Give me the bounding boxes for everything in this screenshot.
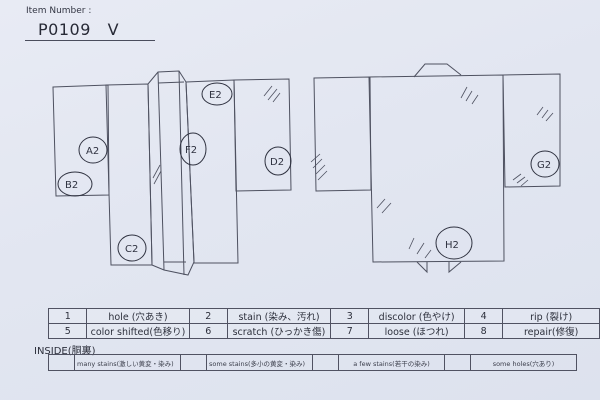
inside-checkbox-few-stains[interactable] bbox=[312, 354, 339, 371]
marker-E2-circle bbox=[201, 82, 233, 106]
legend-code: 5 bbox=[47, 323, 88, 339]
marker-H2-circle bbox=[435, 226, 473, 260]
marker-F2: F2 bbox=[185, 145, 197, 156]
back-left-sleeve bbox=[313, 76, 372, 192]
front-left-panel bbox=[105, 83, 153, 266]
marker-B2: B2 bbox=[65, 180, 78, 191]
marker-A2-circle bbox=[78, 136, 108, 164]
marker-D2: D2 bbox=[270, 157, 284, 168]
marker-A2: A2 bbox=[86, 146, 99, 157]
item-number-value: P0109 V bbox=[38, 20, 120, 39]
legend-label: rip (裂け) bbox=[502, 308, 600, 324]
inside-row: many stains(激しい黄変・染み) some stains(多小の黄変・… bbox=[48, 354, 577, 371]
inside-checkbox-many-stains[interactable] bbox=[48, 354, 75, 371]
front-view bbox=[52, 70, 292, 276]
marker-E2: E2 bbox=[209, 90, 222, 101]
legend-row: 1 hole (穴あき) 2 stain (染み、汚れ) 3 discolor … bbox=[47, 308, 600, 324]
legend-label: stain (染み、汚れ) bbox=[226, 308, 331, 324]
marker-D2-circle bbox=[264, 146, 292, 176]
item-number-label: Item Number : bbox=[26, 6, 92, 16]
inside-condition-table: many stains(激しい黄変・染み) some stains(多小の黄変・… bbox=[48, 354, 577, 371]
front-right-sleeve bbox=[233, 78, 292, 192]
legend-code: 3 bbox=[329, 308, 370, 324]
inside-checkbox-some-holes[interactable] bbox=[444, 354, 471, 371]
legend-label: scratch (ひっかき傷) bbox=[226, 323, 331, 339]
kimono-diagram: A2 B2 C2 E2 F2 D2 G2 H2 bbox=[52, 63, 561, 276]
back-view bbox=[310, 63, 561, 274]
back-collar-tab bbox=[413, 63, 462, 78]
item-number-underline bbox=[25, 40, 155, 41]
damage-legend-table: 1 hole (穴あき) 2 stain (染み、汚れ) 3 discolor … bbox=[47, 308, 600, 339]
legend-label: repair(修復) bbox=[502, 323, 600, 339]
legend-label: discolor (色やけ) bbox=[368, 308, 465, 324]
legend-label: color shifted(色移り) bbox=[86, 323, 190, 339]
legend-code: 7 bbox=[329, 323, 370, 339]
legend-code: 6 bbox=[188, 323, 228, 339]
inside-checkbox-some-stains[interactable] bbox=[180, 354, 207, 371]
inside-option-label: some holes(穴あり) bbox=[470, 354, 577, 371]
marker-H2: H2 bbox=[445, 240, 459, 251]
legend-code: 1 bbox=[47, 308, 88, 324]
marker-B2-circle bbox=[57, 171, 93, 197]
legend-code: 2 bbox=[188, 308, 228, 324]
marker-F2-circle bbox=[179, 132, 207, 166]
legend-code: 4 bbox=[463, 308, 504, 324]
front-left-sleeve bbox=[52, 84, 110, 197]
inside-option-label: a few stains(若干の染み) bbox=[338, 354, 445, 371]
marker-C2: C2 bbox=[125, 244, 138, 255]
back-right-sleeve bbox=[502, 73, 561, 188]
marker-C2-circle bbox=[117, 234, 147, 262]
legend-label: hole (穴あき) bbox=[86, 308, 190, 324]
front-right-panel bbox=[185, 79, 239, 264]
legend-code: 8 bbox=[463, 323, 504, 339]
marker-G2-circle bbox=[530, 150, 560, 178]
back-body bbox=[368, 74, 505, 263]
inside-option-label: many stains(激しい黄変・染み) bbox=[74, 354, 181, 371]
legend-label: loose (ほつれ) bbox=[368, 323, 465, 339]
marker-G2: G2 bbox=[537, 160, 551, 171]
inside-option-label: some stains(多小の黄変・染み) bbox=[206, 354, 313, 371]
legend-row: 5 color shifted(色移り) 6 scratch (ひっかき傷) 7… bbox=[47, 323, 600, 339]
inside-section-title: INSIDE(胴裏) bbox=[34, 346, 96, 357]
